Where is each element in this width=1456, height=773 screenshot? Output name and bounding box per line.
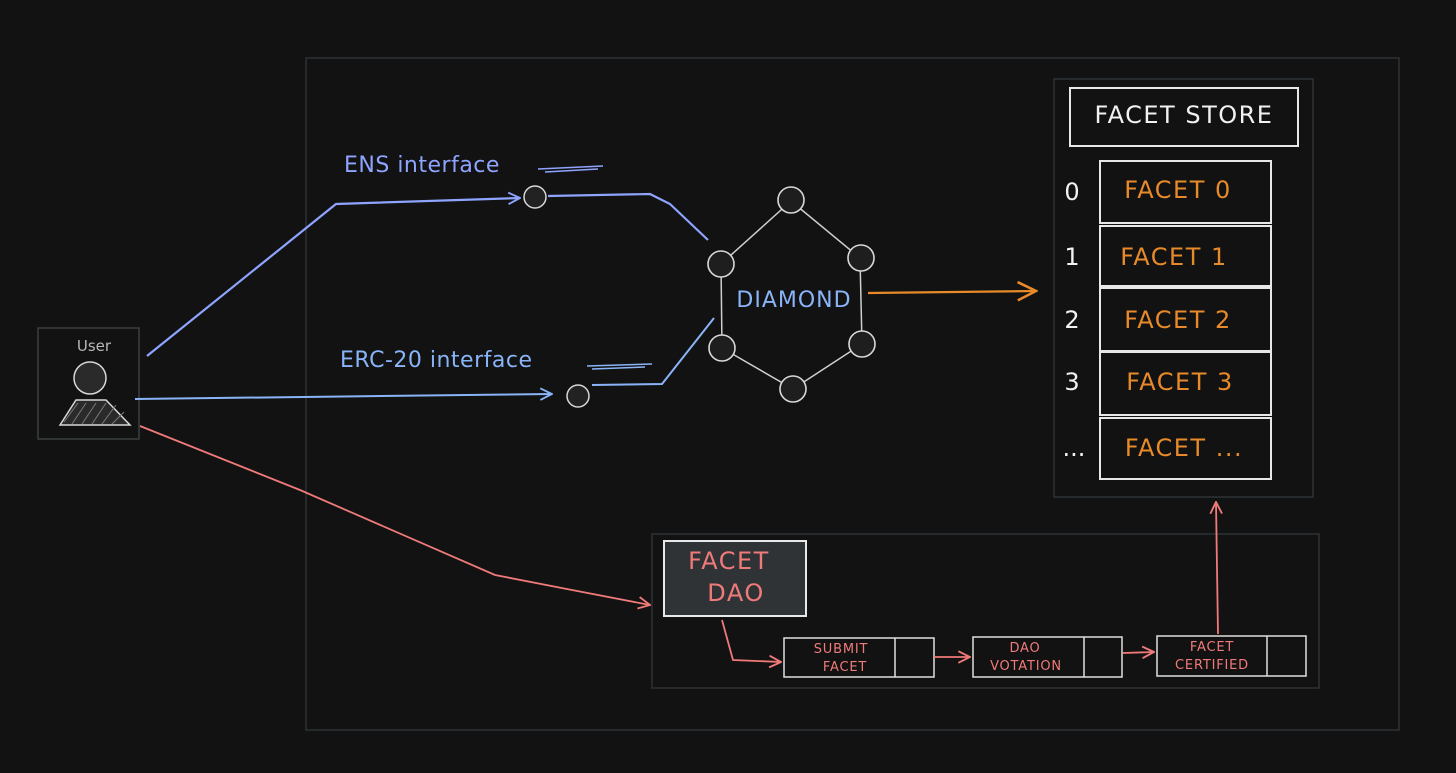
diamond-vertex — [779, 375, 807, 403]
user-to-erc20-arrow — [134, 394, 552, 399]
user-box — [37, 327, 140, 440]
user-to-dao-arrow — [139, 425, 650, 605]
facet-row: ... FACET ... — [1063, 417, 1272, 480]
ens-label-squiggle — [537, 165, 604, 173]
ens-interface-label: ENS interface — [344, 153, 500, 178]
step-label-line2: FACET — [823, 660, 867, 675]
user-label: User — [77, 337, 112, 355]
diamond-vertex — [847, 244, 875, 272]
user-to-ens-arrow — [146, 198, 520, 357]
step-submit-facet: SUBMIT FACET — [783, 637, 935, 678]
facet-store-frame — [1053, 78, 1314, 498]
diamond-vertex — [848, 330, 876, 358]
facet-dao-title-line2: DAO — [707, 579, 764, 607]
erc20-connector-node — [566, 384, 590, 408]
diamond-to-facet-store-arrow — [867, 291, 1036, 293]
facet-box — [1099, 225, 1272, 287]
step-dao-votation: DAO VOTATION — [972, 636, 1123, 678]
diamond-vertex — [708, 334, 736, 362]
step-box — [1156, 635, 1307, 677]
facet-dao-box — [663, 540, 807, 617]
step-label-line2: CERTIFIED — [1175, 658, 1249, 673]
system-frame — [305, 57, 1400, 731]
diamond-vertex — [707, 250, 735, 278]
facet-index: ... — [1063, 434, 1086, 462]
facet-store: FACET STORE 0 FACET 0 1 FACET 1 2 FACET … — [1053, 78, 1314, 498]
facet-box — [1099, 351, 1272, 416]
facet-label: FACET 1 — [1120, 243, 1228, 271]
facet-box — [1099, 160, 1272, 224]
step-label-line1: FACET — [1190, 640, 1234, 655]
diamond-label: DIAMOND — [736, 288, 851, 313]
ens-to-diamond-line — [547, 192, 709, 241]
facet-row: 2 FACET 2 — [1064, 287, 1272, 352]
facet-label: FACET 2 — [1124, 306, 1232, 334]
user-node: User — [37, 327, 140, 440]
dao-frame — [651, 533, 1320, 689]
votation-to-certified-arrow — [1122, 652, 1154, 653]
diamond-node: DIAMOND — [707, 186, 876, 403]
step-label-line1: DAO — [1009, 641, 1040, 656]
erc20-label-squiggle — [586, 363, 653, 370]
step-facet-certified: FACET CERTIFIED — [1156, 635, 1307, 677]
facet-label: FACET 0 — [1124, 176, 1232, 204]
facet-row: 1 FACET 1 — [1064, 225, 1272, 287]
facet-store-title: FACET STORE — [1095, 101, 1274, 129]
facet-row: 0 FACET 0 — [1064, 160, 1272, 224]
dao-to-submit-arrow — [721, 619, 781, 662]
facet-row: 3 FACET 3 — [1064, 351, 1272, 416]
facet-index: 0 — [1064, 178, 1079, 206]
facet-index: 1 — [1064, 243, 1079, 271]
certified-to-facet-store-arrow — [1216, 502, 1218, 635]
dao-region: FACET DAO SUBMIT FACET DAO VOTATION FACE… — [651, 533, 1320, 689]
facet-box — [1099, 417, 1272, 480]
step-label-line2: VOTATION — [990, 659, 1062, 674]
facet-label: FACET 3 — [1126, 368, 1234, 396]
ens-interface-connection: ENS interface — [146, 153, 709, 357]
user-icon — [58, 361, 132, 426]
facet-index: 3 — [1064, 368, 1079, 396]
ens-connector-node — [523, 185, 547, 209]
facet-store-title-box — [1069, 87, 1299, 147]
erc20-interface-connection: ERC-20 interface — [134, 317, 715, 408]
facet-dao-title-line1: FACET — [688, 547, 770, 575]
erc20-to-diamond-line — [591, 317, 715, 386]
facet-index: 2 — [1064, 306, 1079, 334]
diamond-vertex — [777, 186, 805, 214]
step-box — [972, 636, 1123, 678]
erc20-interface-label: ERC-20 interface — [340, 348, 533, 373]
step-label-line1: SUBMIT — [814, 642, 868, 657]
facet-label: FACET ... — [1125, 434, 1243, 462]
